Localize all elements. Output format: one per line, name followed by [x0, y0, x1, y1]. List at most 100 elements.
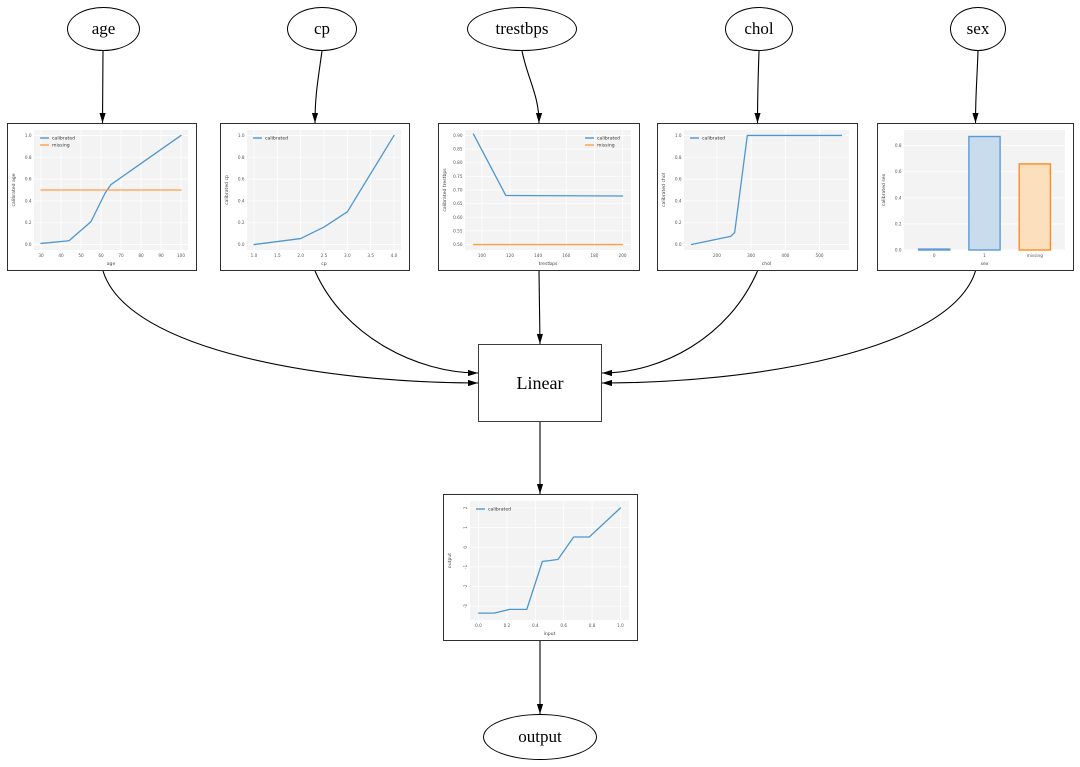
edge-sex-to-calibrator — [972, 50, 979, 124]
svg-text:70: 70 — [118, 253, 124, 258]
svg-text:0.0: 0.0 — [238, 242, 245, 247]
output-node: output — [483, 714, 597, 760]
svg-text:180: 180 — [590, 253, 598, 258]
edge-chol-to-calibrator — [754, 50, 761, 124]
output-node-label: output — [518, 727, 562, 746]
svg-text:calibrated trestbps: calibrated trestbps — [442, 168, 448, 212]
bar-1 — [968, 135, 1001, 251]
input-node-chol: chol — [725, 7, 793, 51]
svg-text:age: age — [107, 262, 116, 267]
svg-text:80: 80 — [138, 253, 144, 258]
svg-text:0.50: 0.50 — [453, 242, 463, 247]
edge-age-to-calibrator — [99, 50, 106, 124]
svg-text:0.2: 0.2 — [675, 220, 682, 225]
svg-text:0.6: 0.6 — [675, 177, 682, 182]
edge-cp-calibrator-to-linear — [314, 270, 479, 377]
svg-text:3.5: 3.5 — [367, 253, 374, 258]
svg-text:input: input — [544, 631, 556, 637]
input-node-cp: cp — [287, 7, 357, 51]
svg-text:calibrated: calibrated — [702, 136, 725, 142]
svg-text:cp: cp — [321, 262, 327, 267]
svg-text:4.0: 4.0 — [391, 253, 398, 258]
svg-text:calibrated: calibrated — [52, 136, 75, 142]
svg-text:calibrated: calibrated — [265, 136, 288, 142]
svg-text:0.75: 0.75 — [453, 174, 463, 179]
svg-text:2: 2 — [463, 506, 468, 509]
svg-text:2.5: 2.5 — [321, 253, 328, 258]
svg-text:50: 50 — [78, 253, 84, 258]
svg-text:0.6: 0.6 — [25, 177, 32, 182]
svg-text:sex: sex — [981, 262, 989, 267]
svg-text:-3: -3 — [463, 604, 468, 609]
svg-text:90: 90 — [158, 253, 164, 258]
svg-text:1.0: 1.0 — [675, 133, 682, 138]
input-node-age-label: age — [91, 19, 116, 38]
svg-text:60: 60 — [98, 253, 104, 258]
svg-text:500: 500 — [816, 253, 824, 258]
series-calibrated — [690, 134, 843, 246]
svg-text:200: 200 — [619, 253, 627, 258]
bar-missing — [1018, 163, 1052, 251]
svg-text:300: 300 — [747, 253, 755, 258]
svg-text:0.60: 0.60 — [453, 215, 463, 220]
svg-text:1.0: 1.0 — [617, 623, 624, 628]
svg-text:trestbps: trestbps — [539, 261, 558, 267]
svg-text:-2: -2 — [463, 584, 468, 589]
linear-combiner-label: Linear — [516, 372, 564, 393]
svg-text:calibrated sex: calibrated sex — [881, 174, 887, 207]
svg-text:160: 160 — [562, 253, 570, 258]
svg-text:0.8: 0.8 — [675, 155, 682, 160]
svg-text:0.2: 0.2 — [895, 221, 902, 226]
svg-text:0.8: 0.8 — [895, 143, 902, 148]
svg-text:0.4: 0.4 — [238, 198, 245, 203]
svg-text:0.90: 0.90 — [453, 133, 463, 138]
svg-text:0.2: 0.2 — [25, 220, 32, 225]
svg-text:output: output — [447, 553, 453, 568]
svg-text:120: 120 — [506, 253, 514, 258]
svg-text:0.70: 0.70 — [453, 188, 463, 193]
svg-text:0: 0 — [933, 253, 936, 258]
svg-text:0.6: 0.6 — [560, 623, 567, 628]
edge-chol-calibrator-to-linear — [601, 270, 759, 377]
edge-age-calibrator-to-linear — [102, 270, 479, 387]
svg-text:0.4: 0.4 — [675, 198, 682, 203]
svg-text:400: 400 — [781, 253, 789, 258]
svg-text:missing: missing — [52, 143, 70, 149]
svg-text:calibrated: calibrated — [597, 136, 620, 142]
svg-text:30: 30 — [38, 253, 44, 258]
linear-combiner-node: Linear — [478, 344, 602, 422]
input-node-chol-label: chol — [744, 19, 774, 38]
edge-trestbps-to-calibrator — [521, 50, 543, 124]
edge-trestbps-calibrator-to-linear — [536, 270, 543, 345]
svg-text:0.55: 0.55 — [453, 228, 463, 233]
svg-text:0.0: 0.0 — [475, 623, 482, 628]
svg-text:0.8: 0.8 — [25, 155, 32, 160]
input-node-sex: sex — [950, 7, 1006, 51]
svg-text:0.2: 0.2 — [504, 623, 511, 628]
input-node-age: age — [67, 7, 140, 51]
svg-text:1: 1 — [983, 253, 986, 258]
svg-text:100: 100 — [177, 253, 185, 258]
svg-text:calibrated: calibrated — [488, 507, 511, 513]
svg-text:0.65: 0.65 — [453, 201, 463, 206]
svg-text:2.0: 2.0 — [297, 253, 304, 258]
svg-text:0.6: 0.6 — [895, 169, 902, 174]
bar-0 — [917, 248, 951, 251]
svg-text:calibrated chol: calibrated chol — [661, 173, 667, 207]
svg-text:chol: chol — [762, 261, 772, 267]
svg-text:0.4: 0.4 — [532, 623, 539, 628]
svg-text:1: 1 — [463, 526, 468, 529]
svg-text:1.0: 1.0 — [251, 253, 258, 258]
edge-sex-calibrator-to-linear — [601, 270, 977, 387]
svg-text:missing: missing — [597, 143, 615, 149]
svg-text:-1: -1 — [463, 564, 468, 569]
